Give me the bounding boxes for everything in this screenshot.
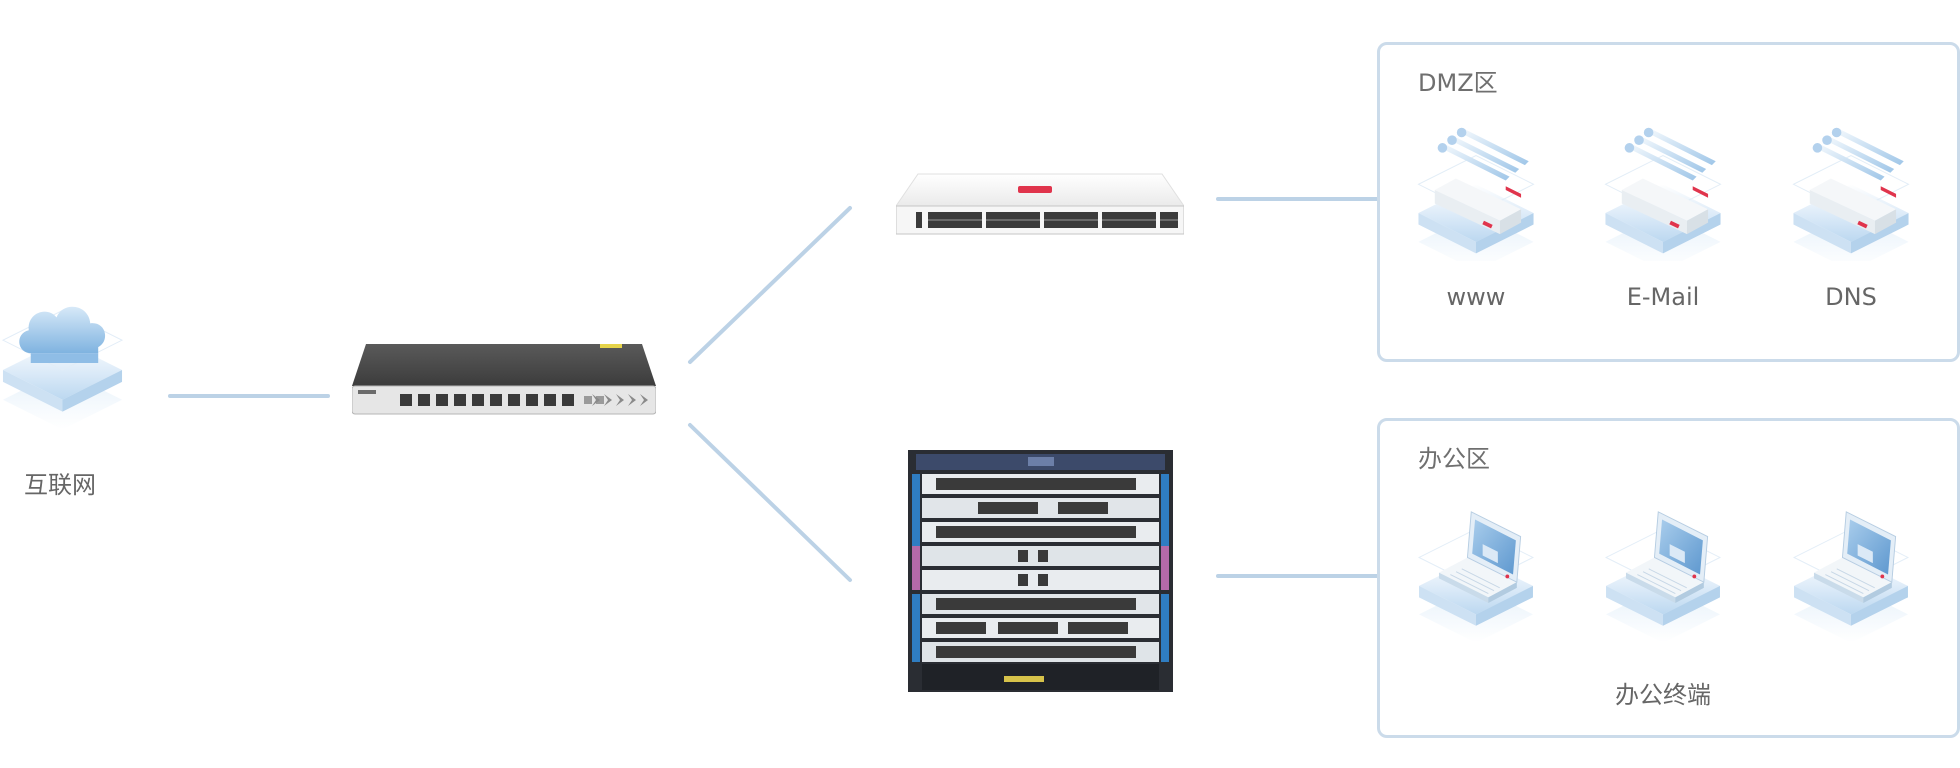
dmz-server-label: www: [1446, 283, 1506, 311]
dmz-access-switch[interactable]: [896, 172, 1184, 238]
dmz-server-label: DNS: [1825, 283, 1877, 311]
gateway-router[interactable]: [352, 340, 656, 416]
gateway-router-icon: [352, 344, 656, 415]
core-chassis-switch[interactable]: [908, 450, 1173, 692]
office-zone-title: 办公区: [1418, 445, 1490, 473]
link-gateway-to-dmz-switch: [688, 206, 852, 364]
office-terminals-label: 办公终端: [1615, 681, 1711, 709]
dmz-zone-title: DMZ区: [1418, 69, 1498, 97]
dmz-zone: DMZ区 www: [1377, 42, 1960, 362]
office-zone: 办公区: [1377, 418, 1960, 738]
server-icon: [1792, 127, 1910, 261]
dmz-switch-icon: [896, 173, 1184, 235]
dmz-server-www[interactable]: www: [1415, 121, 1537, 311]
office-terminal-1[interactable]: [1415, 491, 1537, 641]
dmz-server-dns[interactable]: DNS: [1790, 121, 1912, 311]
dmz-server-label: E-Mail: [1626, 283, 1700, 311]
internet-node[interactable]: [0, 275, 125, 450]
dmz-server-email[interactable]: E-Mail: [1602, 121, 1724, 311]
cloud-icon: [2, 306, 123, 430]
laptop-icon: [1418, 511, 1534, 641]
internet-label: 互联网: [24, 471, 96, 499]
chassis-switch-icon: [908, 450, 1173, 692]
office-terminal-2[interactable]: [1602, 491, 1724, 641]
link-gateway-to-core-switch: [688, 423, 852, 582]
server-icon: [1604, 127, 1722, 261]
laptop-icon: [1793, 511, 1909, 641]
office-terminal-3[interactable]: [1790, 491, 1912, 641]
server-icon: [1417, 127, 1535, 261]
laptop-icon: [1605, 511, 1721, 641]
